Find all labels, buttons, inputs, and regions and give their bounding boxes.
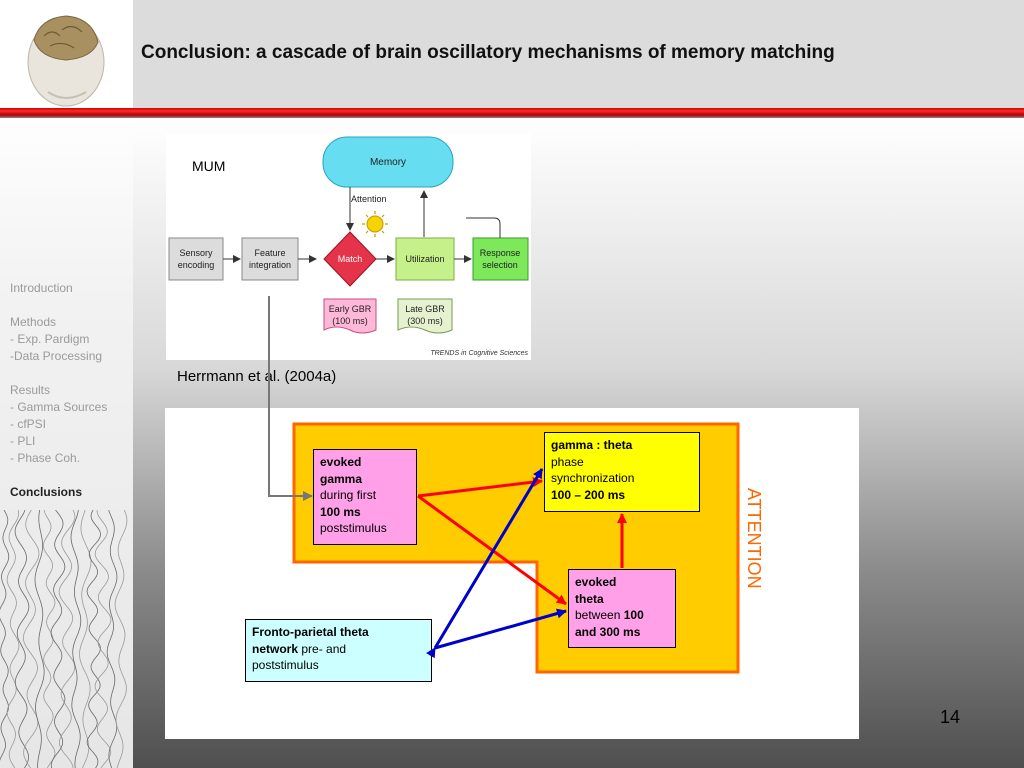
evoked-theta-line3b: 100 — [623, 608, 644, 622]
match-label: Match — [338, 254, 363, 264]
feature-label-2: integration — [249, 260, 291, 270]
eeg-wave-line — [94, 510, 112, 768]
response-label-1: Response — [480, 248, 521, 258]
attention-label: Attention — [351, 194, 387, 204]
eeg-wave-line — [58, 510, 76, 768]
blue-arrow-fronto-theta — [434, 608, 567, 650]
header-bar — [133, 0, 1024, 108]
nav-cfpsi[interactable]: - cfPSI — [10, 417, 47, 431]
response-node — [472, 237, 529, 281]
sensory-node — [168, 237, 224, 281]
slide-title: Conclusion: a cascade of brain oscillato… — [141, 42, 835, 63]
fronto-line2b: pre- and — [298, 641, 347, 656]
late-gbr-label-2: (300 ms) — [407, 316, 443, 326]
figure-source: TRENDS in Cognitive Sciences — [430, 350, 528, 357]
attention-sun-icon — [366, 215, 384, 233]
gamma-theta-line4: 100 – 200 ms — [551, 487, 626, 502]
evoked-gamma-line5: poststimulus — [320, 521, 387, 535]
eeg-wave-line — [114, 510, 128, 768]
header-rule — [0, 108, 1024, 118]
nav-pli[interactable]: - PLI — [10, 434, 36, 448]
nav-phase-coh[interactable]: - Phase Coh. — [10, 451, 81, 465]
evoked-gamma-line3: during first — [320, 488, 377, 502]
evoked-theta-box: evoked theta between 100 and 300 ms — [568, 569, 676, 648]
early-gbr-node — [323, 298, 377, 334]
eeg-wave-line — [70, 510, 82, 768]
gamma-theta-line2: phase — [551, 454, 584, 469]
citation: Herrmann et al. (2004a) — [177, 368, 337, 385]
gamma-theta-line1: gamma : theta — [551, 438, 633, 452]
eeg-wave-line — [22, 510, 40, 768]
gamma-theta-line3: synchronization — [551, 471, 635, 485]
evoked-gamma-box: evoked gamma during first 100 ms poststi… — [313, 449, 417, 545]
left-sidebar — [0, 0, 133, 768]
attention-text: ATTENTION — [744, 488, 764, 589]
brain-head-icon — [27, 15, 105, 107]
brain-logo-area — [0, 0, 133, 108]
late-gbr-label-1: Late GBR — [405, 304, 445, 314]
nav-results[interactable]: Results — [10, 383, 51, 397]
eeg-wave-line — [86, 510, 102, 768]
evoked-gamma-line1: evoked — [320, 455, 362, 469]
early-gbr-label-2: (100 ms) — [332, 316, 368, 326]
gamma-theta-sync-box: gamma : theta phase synchronization 100 … — [544, 432, 700, 512]
attention-vertical-label: ATTENTION — [744, 488, 764, 589]
fronto-line3: poststimulus — [252, 658, 319, 672]
match-node — [323, 231, 377, 287]
late-gbr-node — [397, 298, 453, 334]
eeg-wave-line — [50, 510, 66, 768]
early-gbr-label-1: Early GBR — [329, 304, 372, 314]
gray-connector-arrow — [268, 296, 313, 501]
evoked-theta-line2: theta — [575, 591, 604, 606]
memory-node — [322, 136, 454, 188]
evoked-theta-line4: and 300 ms — [575, 624, 641, 639]
blue-arrow-fronto-sync — [426, 468, 544, 659]
fronto-line1: Fronto-parietal theta — [252, 625, 369, 639]
section-nav: Introduction Methods - Exp. Pardigm -Dat… — [10, 280, 107, 501]
page-number: 14 — [940, 707, 961, 727]
evoked-theta-line3: between — [575, 608, 621, 622]
response-label-2: selection — [482, 260, 518, 270]
fronto-line2a: network — [252, 641, 299, 656]
utilization-label: Utilization — [405, 254, 444, 264]
evoked-gamma-line4: 100 ms — [320, 504, 361, 519]
sensory-label-1: Sensory — [179, 248, 213, 258]
eeg-wave-line — [0, 510, 10, 762]
eeg-waves-decoration — [0, 510, 128, 768]
eeg-wave-line — [6, 510, 20, 768]
nav-gamma-sources[interactable]: - Gamma Sources — [10, 400, 108, 414]
eeg-wave-line — [34, 510, 45, 768]
fronto-parietal-box: Fronto-parietal theta network pre- and p… — [245, 619, 432, 682]
eeg-wave-line — [14, 510, 30, 768]
evoked-theta-line1: evoked — [575, 575, 617, 589]
nav-methods[interactable]: Methods — [10, 315, 57, 329]
nav-conclusions[interactable]: Conclusions — [10, 485, 83, 499]
mum-label: MUM — [192, 158, 226, 174]
nav-data-processing[interactable]: -Data Processing — [10, 349, 103, 363]
sensory-label-2: encoding — [178, 260, 215, 270]
mum-figure: Memory Attention Sensory encoding Featur… — [166, 134, 531, 360]
feature-label-1: Feature — [254, 248, 285, 258]
nav-exp-paradigm[interactable]: - Exp. Pardigm — [10, 332, 90, 346]
memory-label: Memory — [370, 157, 406, 168]
nav-introduction[interactable]: Introduction — [10, 281, 73, 295]
red-arrow-gamma-to-sync — [417, 477, 543, 498]
evoked-gamma-line2: gamma — [320, 471, 363, 486]
